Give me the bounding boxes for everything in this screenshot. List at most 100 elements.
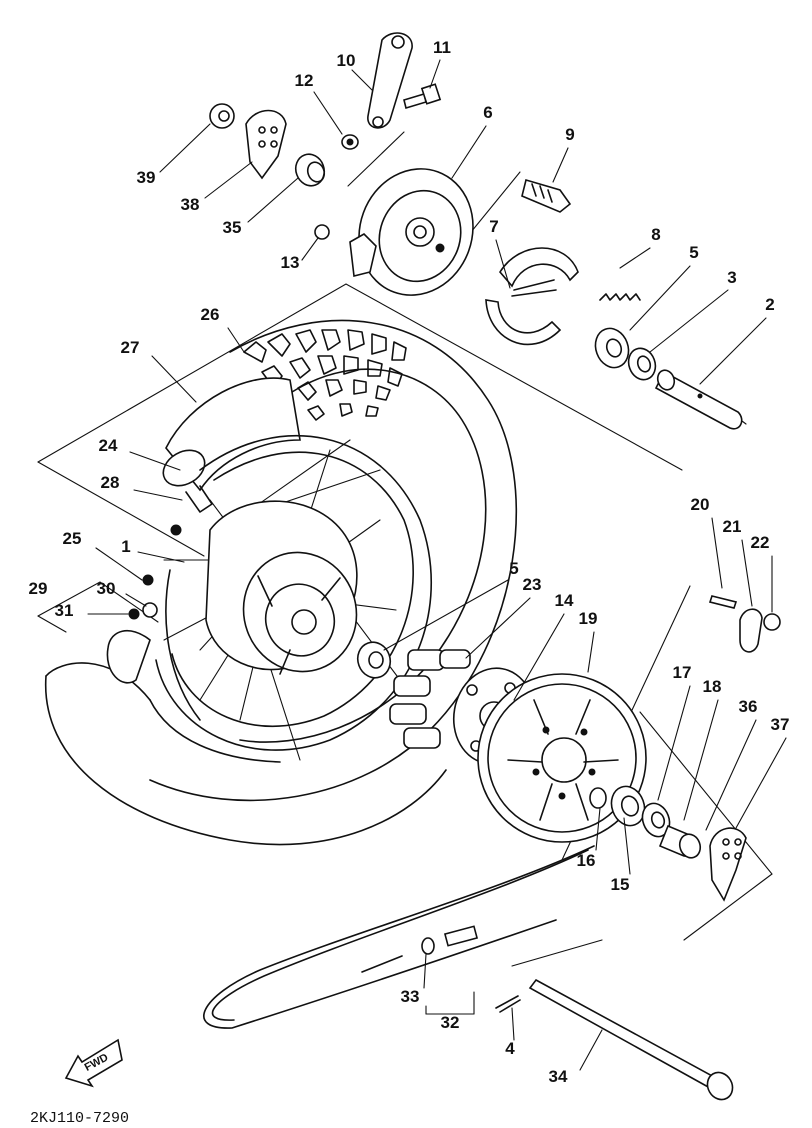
callout-label-20: 20: [691, 495, 710, 514]
bearing-5-top: [594, 327, 630, 369]
callout-leader-15: [623, 817, 631, 875]
callout-label-31: 31: [55, 601, 74, 620]
callout-leader-7: [495, 239, 511, 289]
wheel-damper: [389, 649, 471, 749]
callout-label-24: 24: [99, 436, 118, 455]
callout-label-22: 22: [751, 533, 770, 552]
callout-label-11: 11: [433, 38, 451, 57]
callout-label-23: 23: [523, 575, 542, 594]
callout-leader-35: [247, 177, 299, 223]
bearing-15: [610, 785, 646, 827]
callout-label-34: 34: [549, 1067, 568, 1086]
callout-label-29: 29: [29, 579, 48, 598]
callout-label-39: 39: [137, 168, 156, 187]
callout-leader-17: [657, 685, 691, 801]
callout-label-14: 14: [555, 591, 574, 610]
callout-leader-10: [351, 69, 373, 91]
callout-label-3: 3: [727, 268, 736, 287]
tire-tread: [243, 329, 407, 421]
camshaft-lever: [367, 32, 413, 129]
callout-label-13: 13: [281, 253, 300, 272]
callout-leader-3: [649, 289, 729, 353]
callout-label-21: 21: [723, 517, 742, 536]
callout-label-2: 2: [765, 295, 774, 314]
callout-label-8: 8: [651, 225, 660, 244]
brake-shoes: [485, 247, 579, 346]
callout-leader-20: [711, 517, 723, 589]
callout-label-6: 6: [483, 103, 492, 122]
callout-label-30: 30: [97, 579, 116, 598]
callout-label-28: 28: [101, 473, 120, 492]
callout-leader-30: [125, 593, 147, 607]
brake-camshaft: [521, 178, 572, 213]
callout-leader-27: [151, 355, 197, 403]
callout-leader-13: [301, 237, 319, 261]
callout-leader-18: [683, 699, 719, 821]
tire: [44, 319, 518, 846]
collar-16: [589, 787, 607, 809]
callout-leader-16: [595, 807, 601, 851]
callout-leader-24: [129, 451, 181, 471]
callout-leader-39: [159, 123, 211, 173]
callout-label-27: 27: [121, 338, 140, 357]
callout-leader-25: [95, 547, 143, 581]
collar-18: [658, 824, 702, 859]
callout-leader-2: [699, 317, 767, 385]
callout-label-18: 18: [703, 677, 722, 696]
callout-leader-14: [513, 613, 565, 701]
callout-label-19: 19: [579, 609, 598, 628]
spacer-2: [654, 369, 743, 430]
bearing-5-lower: [356, 641, 392, 679]
brake-spring: [599, 293, 641, 301]
callout-label-15: 15: [611, 875, 630, 894]
callout-label-33: 33: [401, 987, 420, 1006]
rear-axle: [528, 978, 734, 1101]
collar-35: [294, 153, 326, 187]
chain-puller-37: [709, 827, 747, 902]
nut: [341, 134, 359, 150]
bolt: [403, 83, 442, 110]
callout-label-1: 1: [121, 537, 130, 556]
callout-leader-9: [552, 147, 569, 183]
oil-seal-17: [641, 802, 671, 838]
fwd-arrow-icon: FWD: [64, 1038, 123, 1088]
callout-label-17: 17: [673, 663, 692, 682]
callout-label-25: 25: [63, 529, 82, 548]
tension-bar-parts: [708, 595, 781, 653]
callout-label-12: 12: [295, 71, 314, 90]
axle-nut-39: [209, 103, 235, 129]
callout-label-36: 36: [739, 697, 758, 716]
callout-label-5: 5: [689, 243, 698, 262]
callout-label-16: 16: [577, 851, 596, 870]
callout-leader-5: [383, 579, 509, 651]
callout-leader-26: [227, 327, 245, 353]
diagram-code: 2KJ110-7290: [30, 1110, 129, 1127]
wheel-rim: [155, 434, 433, 751]
bolt-13: [314, 224, 330, 240]
callout-label-32: 32: [441, 1013, 460, 1032]
callout-leader-8: [619, 247, 651, 269]
cotter-pin: [495, 995, 521, 1013]
callout-leader-23: [465, 597, 531, 659]
drive-chain: [203, 845, 595, 1029]
callout-label-10: 10: [337, 51, 356, 70]
callout-leader-11: [429, 59, 441, 89]
callout-label-4: 4: [505, 1039, 515, 1058]
callout-leader-36: [705, 719, 757, 831]
callout-label-35: 35: [223, 218, 242, 237]
callout-label-9: 9: [565, 125, 574, 144]
callout-leader-34: [579, 1029, 603, 1071]
oil-seal-3: [627, 347, 657, 381]
chain-puller-38: [245, 109, 287, 180]
callout-leader-21: [741, 539, 753, 607]
brake-shoe-plate: [349, 168, 474, 296]
callout-label-38: 38: [181, 195, 200, 214]
callout-leader-28: [133, 489, 183, 501]
callout-leader-19: [587, 631, 595, 673]
wheel-hub: [142, 500, 358, 675]
callout-leader-37: [735, 737, 787, 829]
inner-tube: [162, 377, 301, 513]
callout-label-37: 37: [771, 715, 790, 734]
